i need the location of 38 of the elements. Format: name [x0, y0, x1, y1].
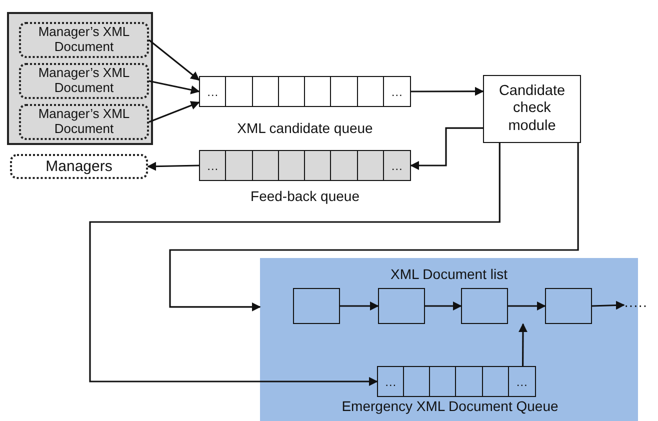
list-panel: [260, 258, 638, 421]
queue-cell-text: …: [390, 158, 404, 174]
list-node-box: [293, 288, 340, 324]
queue: [199, 76, 411, 107]
arrow: [148, 101, 200, 123]
list-node-box: [378, 288, 425, 324]
list-node-box: [461, 288, 508, 324]
queue-cell: …: [200, 151, 226, 180]
arrow: [148, 80, 200, 94]
queue-cell-text: …: [514, 374, 529, 390]
queue-cell: …: [378, 367, 404, 396]
arrow: [592, 300, 625, 310]
arrow: [425, 302, 462, 310]
queue-caption: Feed-back queue: [250, 188, 360, 204]
queue-caption: XML candidate queue: [236, 120, 374, 136]
arrow: [340, 302, 379, 310]
arrow: [410, 127, 483, 170]
arrow: [518, 323, 528, 366]
arrow: [411, 86, 484, 96]
queue: [377, 366, 536, 397]
queue: [199, 150, 411, 181]
list-node-box: [545, 288, 592, 324]
document-box: Manager’s XML Document: [19, 63, 149, 99]
arrow: [169, 143, 579, 312]
dotted-box: Managers: [10, 154, 148, 179]
arrow: [148, 39, 200, 81]
ellipsis-text: ·····: [624, 296, 656, 314]
module-box: Candidate check module: [483, 75, 581, 143]
document-box: Manager’s XML Document: [19, 22, 149, 58]
queue-cell-text: …: [390, 84, 404, 100]
arrow: [89, 143, 500, 386]
arrow: [508, 302, 546, 310]
arrow: [147, 162, 200, 171]
queue-cell: …: [200, 77, 226, 106]
document-box: Manager’s XML Document: [19, 104, 149, 140]
panel-title: XML Document list: [390, 266, 508, 282]
document-group-panel: [7, 12, 153, 145]
queue-caption: Emergency XML Document Queue: [340, 398, 560, 414]
